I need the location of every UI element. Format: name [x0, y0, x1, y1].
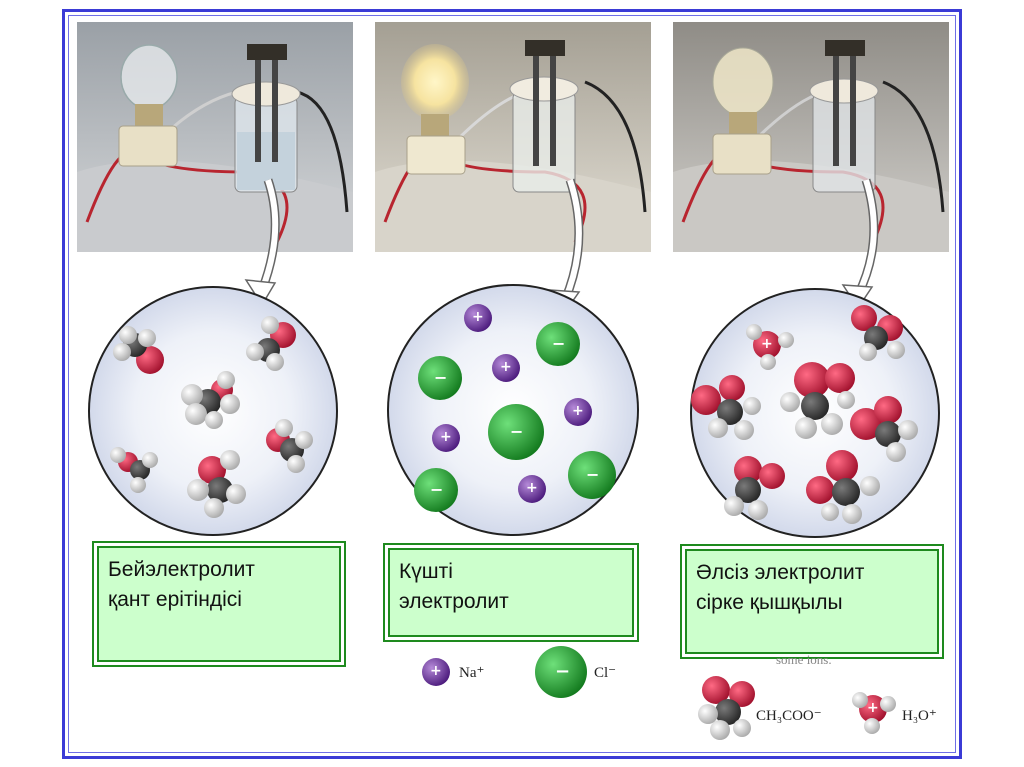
legend-acetate-marker — [698, 676, 755, 740]
cl-ion — [568, 451, 616, 499]
cl-ion — [488, 404, 544, 460]
acetic-acid-molecule — [806, 450, 880, 524]
label-line: Әлсіз электролит — [696, 561, 865, 584]
label-line: электролит — [399, 590, 509, 613]
photo-weak-electrolyte — [673, 22, 949, 252]
hydronium-ion — [746, 324, 794, 370]
legend-hydronium-label: H₃O⁺ — [902, 708, 937, 724]
label-line: сірке қышқылы — [696, 591, 843, 614]
sugar-molecule — [246, 316, 296, 371]
legend-cl-label: Cl⁻ — [594, 665, 617, 681]
bulb-bright — [401, 44, 469, 120]
label-nonelectrolyte: Бейэлектролит қант ерітіндісі — [92, 541, 346, 667]
sugar-molecule — [266, 419, 313, 473]
cl-ion — [536, 322, 580, 366]
label-weak-electrolyte: Әлсіз электролит сірке қышқылы — [680, 544, 944, 659]
cl-ion — [414, 468, 458, 512]
sugar-molecule — [113, 326, 164, 374]
sugar-molecule — [187, 450, 246, 518]
na-ion — [492, 354, 520, 382]
legend-na-ion-marker — [422, 658, 450, 686]
legend-acetate-label: CH₃COO⁻ — [756, 708, 822, 724]
na-ion — [464, 304, 492, 332]
acetate-ion — [851, 305, 905, 361]
na-ion — [432, 424, 460, 452]
cl-ion — [418, 356, 462, 400]
legend-na-label: Na⁺ — [459, 665, 485, 681]
partial-caption-text: some ions. — [776, 652, 832, 667]
label-strong-electrolyte: Күшті электролит — [383, 543, 639, 642]
acetic-acid-molecule — [691, 375, 761, 440]
acetic-acid-molecule — [780, 362, 855, 439]
label-line: Күшті — [399, 560, 453, 583]
acetic-acid-molecule — [850, 396, 918, 462]
label-line: қант ерітіндісі — [108, 588, 242, 611]
acetate-ion — [724, 456, 785, 520]
legend-cl-ion-marker — [535, 646, 587, 698]
label-line: Бейэлектролит — [108, 558, 255, 581]
sugar-molecule — [181, 371, 240, 429]
photo-nonelectrolyte — [77, 22, 353, 252]
photo-strong-electrolyte — [375, 22, 651, 252]
legend-hydronium-marker — [852, 692, 896, 734]
na-ion — [518, 475, 546, 503]
slide-frame — [62, 9, 962, 759]
na-ion — [564, 398, 592, 426]
slide-frame-inner — [68, 15, 956, 753]
sugar-molecule — [110, 447, 158, 493]
